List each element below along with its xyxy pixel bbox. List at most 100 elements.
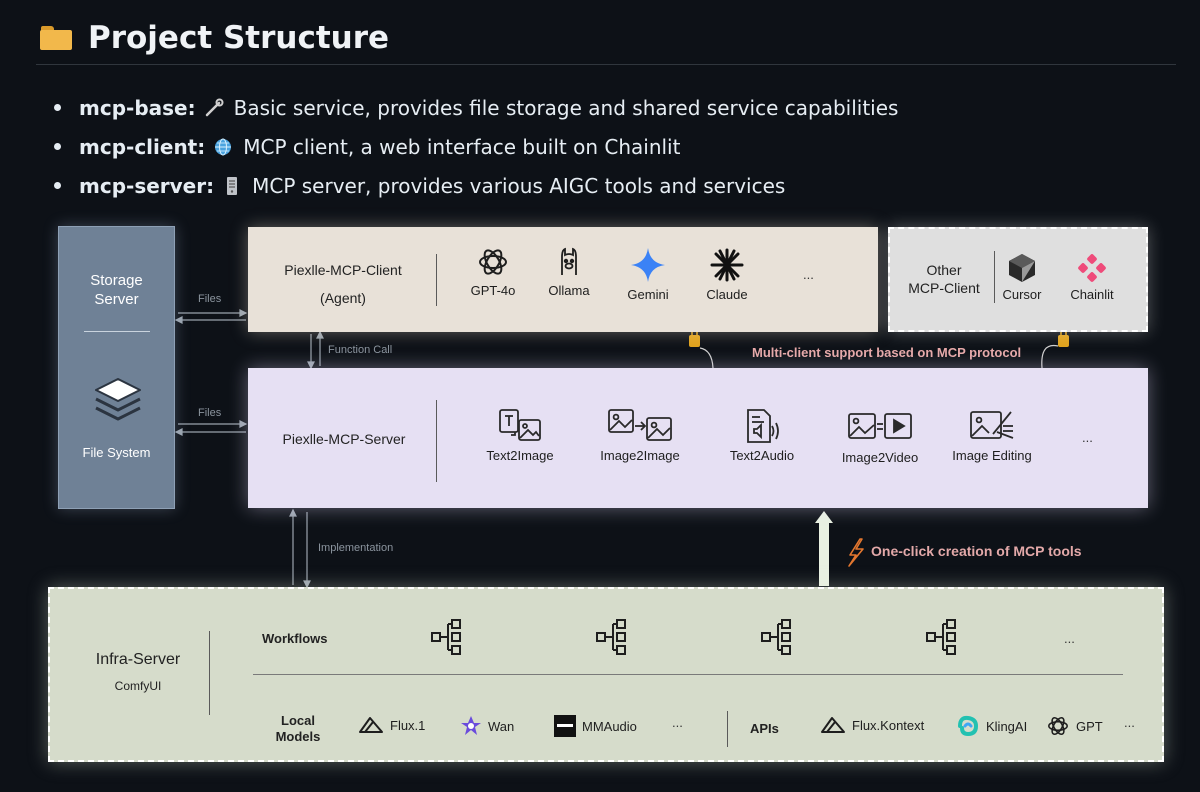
module-name: mcp-server: [79, 173, 215, 198]
workflows-label: Workflows [262, 631, 328, 646]
image2video-icon [848, 413, 912, 439]
server-divider [436, 400, 437, 482]
model-ollama: Ollama [534, 245, 604, 298]
api-klingai: KlingAI [956, 714, 1027, 738]
page-title: Project Structure [88, 20, 390, 56]
more-apis: ... [1124, 715, 1135, 730]
model-label: Flux.1 [390, 717, 426, 733]
more-workflows: ... [1064, 631, 1075, 646]
openai-icon [479, 249, 507, 275]
api-label: KlingAI [986, 718, 1028, 734]
flux-icon [359, 717, 383, 733]
local-models-label: Local Models [268, 713, 328, 745]
storage-title-line2: Server [94, 291, 139, 308]
mcp-client-box: Piexlle-MCP-Client (Agent) GPT-4o Ollama… [248, 227, 878, 332]
workflow-icon [430, 617, 470, 662]
module-name: mcp-base: [79, 95, 196, 120]
app-cursor: Cursor [996, 253, 1048, 302]
model-label: Ollama [548, 283, 590, 298]
tool-text2image: Text2Image [472, 408, 568, 463]
model-flux-1: Flux.1 [358, 716, 425, 734]
bullet-dot [54, 182, 61, 189]
mcp-server-box: Piexlle-MCP-Server Text2Image Image2Imag… [248, 368, 1148, 508]
model-label: Wan [488, 718, 515, 734]
files-arrow-top [174, 309, 248, 324]
list-item-mcp-client: mcp-client: MCP client, a web interface … [54, 127, 898, 166]
implementation-arrow [289, 508, 311, 589]
storage-divider [84, 331, 150, 332]
model-label: GPT-4o [470, 283, 516, 298]
client-title-line1: Piexlle-MCP-Client [284, 262, 402, 278]
infra-row-divider [253, 674, 1123, 675]
api-label: Flux.Kontext [852, 717, 925, 733]
tool-image2video: Image2Video [832, 410, 928, 465]
mcp-server-title: Piexlle-MCP-Server [282, 431, 406, 447]
connector-layer [174, 309, 1069, 589]
claude-icon [710, 248, 744, 282]
sony-icon [554, 715, 576, 737]
client-title-line2: (Agent) [320, 290, 366, 306]
workflow-icon [925, 617, 965, 662]
tool-label: Image2Image [600, 448, 680, 463]
server-icon [222, 176, 242, 196]
storage-server-box: Storage Server File System [58, 226, 175, 509]
one-click-note: One-click creation of MCP tools [871, 543, 1082, 559]
other-mcp-client-box: Other MCP-Client Cursor Chainlit [888, 227, 1148, 332]
wrench-icon [204, 98, 224, 118]
module-name: mcp-client: [79, 134, 206, 159]
tool-label: Image Editing [952, 448, 1032, 463]
app-label: Chainlit [1070, 287, 1114, 302]
more-local-models: ... [672, 715, 683, 730]
layers-icon [92, 377, 144, 430]
client-divider [436, 254, 437, 306]
bullet-dot [54, 143, 61, 150]
model-mmaudio: MMAudio [554, 715, 637, 737]
local-label-line2: Models [275, 729, 321, 744]
workflow-icon [595, 617, 635, 662]
workflow-icon [760, 617, 800, 662]
model-wan: Wan [460, 715, 514, 737]
list-item-mcp-server: mcp-server: MCP server, provides various… [54, 166, 898, 205]
one-click-arrow [815, 511, 833, 586]
multi-client-note: Multi-client support based on MCP protoc… [752, 345, 1022, 360]
model-label: Claude [706, 287, 748, 302]
module-description: MCP client, a web interface built on Cha… [243, 134, 681, 159]
local-label-line1: Local [281, 713, 315, 728]
infra-server-box: Infra-Server ComfyUI Workflows ... Local… [48, 587, 1164, 762]
model-label: Gemini [627, 287, 669, 302]
architecture-diagram: Files Files Function Call Implementation… [0, 210, 1200, 792]
plug-icon-left [689, 331, 714, 369]
image-editing-icon [970, 411, 1014, 439]
plug-icon-right [1041, 331, 1069, 369]
app-label: Cursor [1002, 287, 1042, 302]
api-gpt: GPT [1046, 714, 1103, 738]
openai-icon [1048, 716, 1068, 736]
more-tools: ... [1082, 430, 1093, 445]
infra-server-subtitle: ComfyUI [114, 679, 162, 693]
files-arrow-mid [174, 420, 248, 436]
model-gpt-4o: GPT-4o [458, 245, 528, 298]
app-chainlit: Chainlit [1060, 253, 1124, 302]
apis-label: APIs [750, 721, 779, 736]
other-divider [994, 251, 995, 303]
module-description: MCP server, provides various AIGC tools … [252, 173, 786, 198]
title-divider [36, 64, 1176, 65]
flux-icon [821, 717, 845, 733]
image2image-icon [608, 409, 672, 441]
implementation-label: Implementation [318, 542, 394, 554]
text2audio-icon [747, 409, 779, 443]
function-call-label: Function Call [328, 344, 393, 356]
model-claude: Claude [692, 247, 762, 302]
file-system-label: File System [82, 445, 151, 460]
mcp-client-title: Piexlle-MCP-Client (Agent) [248, 256, 438, 312]
model-gemini: Gemini [612, 247, 684, 302]
page-header: Project Structure [40, 16, 389, 60]
other-client-title: Other MCP-Client [896, 261, 992, 297]
module-description: Basic service, provides file storage and… [233, 95, 899, 120]
chainlit-icon [1078, 254, 1106, 282]
files-label-top: Files [198, 293, 222, 305]
storage-title-line1: Storage [90, 272, 143, 289]
gemini-icon [631, 248, 665, 282]
api-flux-kontext: Flux.Kontext [820, 716, 924, 734]
infra-divider [209, 631, 210, 715]
